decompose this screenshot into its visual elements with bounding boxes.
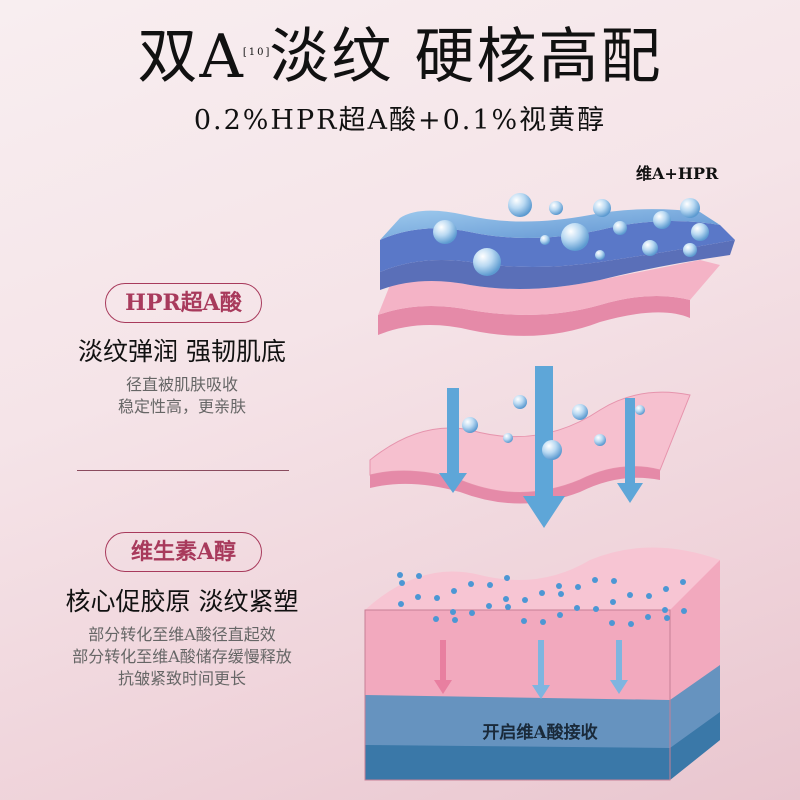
bubble <box>473 248 501 276</box>
bubble <box>683 243 697 257</box>
layered-skin-graphic <box>378 209 735 336</box>
particle <box>450 609 456 615</box>
particle <box>574 605 580 611</box>
title-part: 双A <box>137 22 245 92</box>
retinol-desc-3: 抗皱紧致时间更长 <box>117 669 246 688</box>
particle <box>399 580 405 586</box>
particle <box>504 575 510 581</box>
footnote-marker: [10] <box>242 47 272 58</box>
particle <box>592 577 598 583</box>
particle <box>434 595 440 601</box>
particle <box>487 582 493 588</box>
particle <box>486 603 492 609</box>
bottom-layer-label: 开启维A酸接收 <box>482 723 598 743</box>
particle <box>681 608 687 614</box>
bubble <box>433 220 457 244</box>
retinol-badge: 维生素A醇 <box>105 532 262 572</box>
particle <box>469 610 475 616</box>
particle <box>398 601 404 607</box>
retinol-heading: 核心促胶原 淡纹紧塑 <box>65 587 299 616</box>
bubble <box>642 240 658 256</box>
bubble <box>613 221 627 235</box>
hpr-desc-1: 径直被肌肤吸收 <box>125 375 238 394</box>
particle <box>628 621 634 627</box>
particle <box>503 596 509 602</box>
particle <box>662 607 668 613</box>
particle <box>415 594 421 600</box>
bubble <box>503 433 513 443</box>
particle <box>558 591 564 597</box>
bubble <box>542 440 562 460</box>
particle <box>680 579 686 585</box>
bubble <box>680 198 700 218</box>
particle <box>556 583 562 589</box>
bubble <box>595 250 605 260</box>
bubble <box>593 199 611 217</box>
bubble <box>594 434 606 446</box>
bubble <box>540 235 550 245</box>
bubble <box>635 405 645 415</box>
retinol-desc-2: 部分转化至维A酸储存缓慢释放 <box>72 647 292 666</box>
particle <box>663 586 669 592</box>
particle <box>433 616 439 622</box>
particle <box>645 614 651 620</box>
particle <box>664 615 670 621</box>
page-title: 双A[10]淡纹 硬核高配 <box>0 22 800 92</box>
hpr-heading: 淡纹弹润 强韧肌底 <box>78 337 286 366</box>
particle <box>557 612 563 618</box>
particle <box>521 618 527 624</box>
bubble <box>549 201 563 215</box>
bubble <box>561 223 589 251</box>
particle <box>468 581 474 587</box>
particle <box>611 578 617 584</box>
title-part: 淡纹 硬核高配 <box>269 22 663 92</box>
particle <box>609 620 615 626</box>
bubble <box>653 211 671 229</box>
particle <box>416 573 422 579</box>
particle <box>397 572 403 578</box>
particle <box>522 597 528 603</box>
particle <box>540 619 546 625</box>
particle <box>539 590 545 596</box>
bubble <box>513 395 527 409</box>
particle <box>505 604 511 610</box>
top-layer-label: 维A+HPR <box>636 164 719 183</box>
hpr-badge: HPR超A酸 <box>105 283 262 323</box>
particle <box>452 617 458 623</box>
particle <box>627 592 633 598</box>
particle <box>451 588 457 594</box>
particle <box>646 593 652 599</box>
bubble <box>572 404 588 420</box>
particle <box>575 584 581 590</box>
hpr-desc-2: 稳定性高，更亲肤 <box>117 397 246 416</box>
bubble <box>508 193 532 217</box>
particle <box>610 599 616 605</box>
bubbles <box>397 193 709 627</box>
bubble <box>462 417 478 433</box>
divider <box>77 470 289 471</box>
bubble <box>691 223 709 241</box>
particle <box>593 606 599 612</box>
subtitle: 0.2%HPR超A酸+0.1%视黄醇 <box>193 105 607 136</box>
retinol-desc-1: 部分转化至维A酸径直起效 <box>88 625 276 644</box>
